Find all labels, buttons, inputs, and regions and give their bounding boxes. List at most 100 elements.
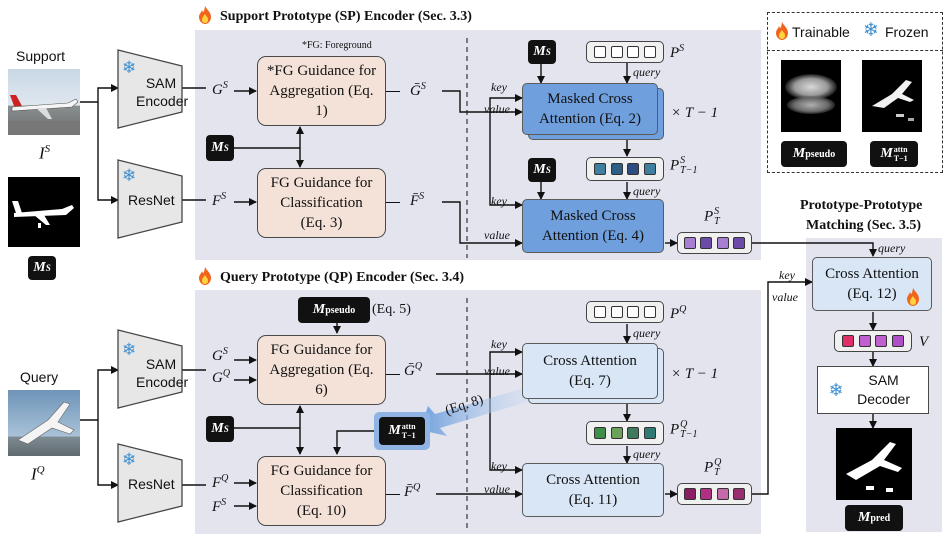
qp-fq-symbol: FQ — [212, 473, 229, 491]
matching-title-1: Prototype-Prototype — [800, 198, 923, 213]
qp-sam-encoder: SAM Encoder — [136, 356, 189, 390]
qp-times-label: × T − 1 — [671, 366, 719, 382]
qp-key-label-b: key — [491, 459, 507, 473]
matching-value-label: value — [772, 290, 798, 304]
qp-gq-symbol: GQ — [212, 368, 231, 386]
sp-prototype-tokens-mid — [586, 157, 664, 181]
sp-f-symbol: FS — [212, 191, 227, 209]
matching-key-label: key — [779, 268, 795, 282]
legend-box — [767, 12, 943, 173]
sp-classification-box: FG Guidance for Classification (Eq. 3) — [257, 168, 386, 238]
sp-resnet: ResNet — [128, 192, 175, 208]
fg-footnote: *FG: Foreground — [302, 40, 372, 51]
matching-sam-decoder: ❄ SAM Decoder — [817, 366, 929, 414]
snowflake-icon: ❄ — [122, 58, 137, 78]
legend-frozen: Frozen — [885, 24, 929, 40]
sp-aggregation-box: *FG Guidance for Aggregation (Eq. 1) — [257, 56, 386, 126]
sp-masked-cross-attention-bottom: Masked Cross Attention (Eq. 4) — [522, 199, 664, 253]
sp-g-symbol: GS — [212, 80, 228, 98]
sp-query-label-a: query — [633, 65, 661, 79]
sp-prototype-tokens-init — [586, 41, 664, 63]
snowflake-icon: ❄ — [122, 166, 137, 186]
sp-times-label: × T − 1 — [671, 105, 719, 121]
matching-v-symbol: V — [919, 334, 929, 350]
flame-icon — [199, 6, 211, 24]
sp-value-label-b: value — [484, 228, 510, 242]
matching-title-2: Matching (Sec. 3.5) — [806, 218, 922, 233]
eq8-gradient-arrow — [420, 382, 554, 436]
qp-cross-attention-top: Cross Attention (Eq. 7) — [522, 343, 658, 399]
support-mask-image — [8, 177, 80, 247]
qp-encoder-title: Query Prototype (QP) Encoder (Sec. 3.4) — [220, 270, 465, 285]
support-image — [8, 69, 80, 135]
pseudo-mask-image — [781, 60, 841, 132]
qp-fbar-symbol: F̄Q — [404, 482, 421, 500]
legend-divider — [767, 50, 943, 51]
sp-prototype-tokens-final — [677, 232, 752, 254]
connector — [386, 91, 400, 92]
qp-resnet: ResNet — [128, 476, 175, 492]
qp-gbar-symbol: ḠQ — [404, 361, 423, 379]
support-image-symbol: IS — [39, 143, 51, 163]
qp-query-label-a: query — [633, 326, 661, 340]
snowflake-icon: ❄ — [863, 19, 879, 41]
connector — [386, 494, 400, 495]
matching-query-label: query — [878, 241, 906, 255]
flame-icon — [199, 267, 211, 285]
qp-aggregation-box: FG Guidance for Aggregation (Eq. 6) — [257, 335, 386, 405]
support-label: Support — [16, 48, 66, 64]
sp-key-label-b: key — [491, 194, 507, 208]
flame-icon — [907, 288, 919, 306]
snowflake-icon: ❄ — [828, 379, 844, 401]
query-label: Query — [20, 369, 59, 385]
snowflake-icon: ❄ — [122, 340, 137, 360]
qp-eq5-label: (Eq. 5) — [372, 302, 411, 317]
sp-value-label-a: value — [484, 102, 510, 116]
qp-key-label-a: key — [491, 337, 507, 351]
sp-encoder-title: Support Prototype (SP) Encoder (Sec. 3.3… — [220, 9, 472, 24]
connector — [386, 374, 400, 375]
qp-value-label-a: value — [484, 364, 510, 378]
flame-icon — [776, 22, 788, 40]
qp-prototype-tokens-final — [677, 483, 752, 505]
sp-sam-encoder: SAM Encoder — [136, 75, 189, 109]
qp-query-label-b: query — [633, 447, 661, 461]
sp-ps-symbol: PS — [670, 43, 685, 61]
qp-cross-attention-bottom: Cross Attention (Eq. 11) — [522, 463, 664, 517]
qp-pq-symbol: PQ — [670, 304, 687, 322]
attn-mask-image — [862, 60, 922, 132]
sp-key-label-a: key — [491, 80, 507, 94]
matching-v-tokens — [834, 330, 912, 352]
snowflake-icon: ❄ — [122, 450, 137, 470]
connector — [386, 202, 400, 203]
qp-gs-symbol: GS — [212, 346, 228, 364]
legend-trainable: Trainable — [792, 24, 850, 40]
qp-prototype-tokens-mid — [586, 421, 664, 445]
qp-classification-box: FG Guidance for Classification (Eq. 10) — [257, 456, 386, 526]
query-image — [8, 390, 80, 456]
qp-value-label-b: value — [484, 482, 510, 496]
sp-query-label-b: query — [633, 184, 661, 198]
sp-gbar-symbol: ḠS — [410, 81, 426, 99]
query-image-symbol: IQ — [31, 464, 45, 484]
sp-masked-cross-attention-top: Masked Cross Attention (Eq. 2) — [522, 83, 658, 135]
pred-mask-image — [836, 428, 912, 500]
sp-fbar-symbol: F̄S — [410, 191, 425, 209]
qp-prototype-tokens-init — [586, 301, 664, 323]
qp-fs-symbol: FS — [212, 497, 227, 515]
